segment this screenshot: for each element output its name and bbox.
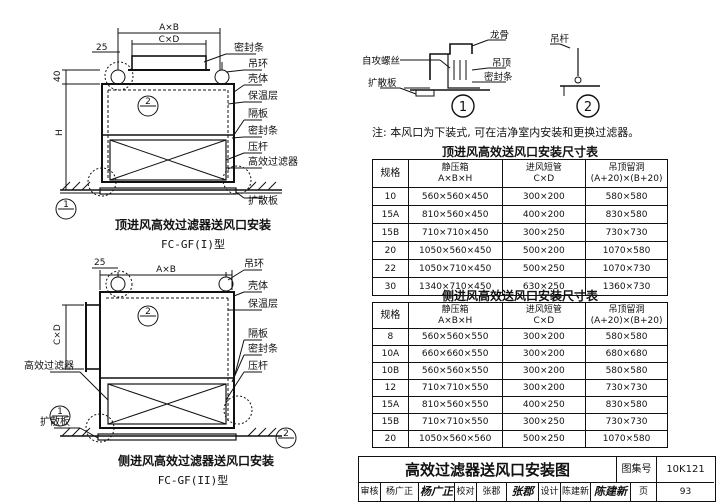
drawing1-model: FC-GF(I)型 [161, 238, 225, 251]
label: 扩散板 [40, 415, 70, 428]
label: 压杆 [248, 360, 268, 372]
label: 密封条 [484, 71, 513, 83]
title-block: 高效过滤器送风口安装图 图集号 10K121 审核 杨广正 杨广正 校对 张郡 … [358, 456, 716, 502]
detail-mark-1: 1 [459, 100, 467, 115]
detail-mark-2: 2 [584, 100, 592, 115]
header-cell: 规格 [372, 159, 409, 188]
design-label: 设计 [539, 483, 561, 501]
dim-ab: A×B [159, 23, 179, 33]
label: 吊环 [244, 258, 264, 270]
dim-25: 25 [94, 258, 105, 268]
review-label: 审核 [359, 483, 381, 501]
label: 自攻螺丝 [362, 55, 400, 67]
label: 扩散板 [368, 77, 397, 89]
dim-25: 25 [96, 43, 107, 53]
designer-name: 陈建新 [561, 483, 591, 501]
label: 密封条 [234, 41, 264, 54]
label: 壳体 [248, 72, 268, 85]
drawing2-caption: 侧进风高效过滤器送风口安装 [117, 454, 274, 468]
detail-mark: 2 [145, 97, 151, 107]
label: 吊环 [248, 58, 268, 70]
atlas-label: 图集号 [617, 457, 657, 483]
label: 密封条 [248, 342, 278, 355]
atlas-number: 10K121 [657, 457, 714, 483]
label: 密封条 [248, 124, 278, 137]
table2-title: 侧进风高效送风口安装尺寸表 [441, 289, 598, 303]
detail-drawings: 龙骨 自攻螺丝 吊顶 密封条 扩散板 吊杆 1 2 [362, 30, 600, 118]
drawing1-caption: 顶进风高效过滤器送风口安装 [114, 218, 271, 232]
detail-mark: 2 [145, 307, 151, 317]
label: 吊杆 [550, 33, 570, 45]
reviewer-name: 杨广正 [381, 483, 419, 501]
detail-mark: 2 [283, 429, 289, 439]
check-label: 校对 [455, 483, 477, 501]
header-cell: 吊顶留洞(A+20)×(B+20) [585, 302, 668, 329]
detail-mark: 1 [57, 407, 63, 417]
label: 保温层 [248, 89, 278, 102]
label: 保温层 [248, 297, 278, 310]
label: 高效过滤器 [24, 359, 74, 372]
label: 压杆 [248, 141, 268, 153]
dim-cd: C×D [53, 324, 63, 345]
table1-title: 顶进风高效送风口安装尺寸表 [441, 145, 598, 159]
label: 龙骨 [490, 30, 509, 41]
designer-signature: 陈建新 [591, 483, 631, 501]
label: 隔板 [248, 327, 268, 340]
label: 扩散板 [248, 194, 278, 207]
dim-ab: A×B [156, 265, 176, 275]
dim-40: 40 [53, 70, 63, 82]
label: 吊顶 [492, 58, 512, 69]
drawing-side-inlet: A×B 25 C×D 吊环 壳体 保温层 隔板 密封条 压杆 高效过滤器 扩散板… [24, 258, 297, 449]
label: 壳体 [248, 279, 268, 292]
header-cell: 规格 [372, 302, 409, 329]
installation-note: 注: 本风口为下装式, 可在洁净室内安装和更换过滤器。 [372, 126, 640, 139]
sheet-title: 高效过滤器送风口安装图 [359, 457, 617, 483]
label: 隔板 [248, 107, 268, 120]
header-cell: 吊顶留洞(A+20)×(B+20) [585, 159, 668, 188]
dim-h: H [55, 129, 65, 136]
dim-cd: C×D [159, 35, 180, 45]
page-label: 页 [631, 483, 657, 501]
checker-name: 张郡 [477, 483, 507, 501]
label: 高效过滤器 [248, 155, 298, 168]
detail-mark: 1 [63, 200, 69, 210]
reviewer-signature: 杨广正 [419, 483, 455, 501]
checker-signature: 张郡 [507, 483, 539, 501]
drawing2-model: FC-GF(II)型 [157, 474, 229, 487]
drawing-top-inlet: A×B C×D 25 40 H 密封条 吊环 壳体 保温层 隔板 密封条 压杆 … [53, 23, 298, 220]
page-number: 93 [679, 487, 692, 497]
